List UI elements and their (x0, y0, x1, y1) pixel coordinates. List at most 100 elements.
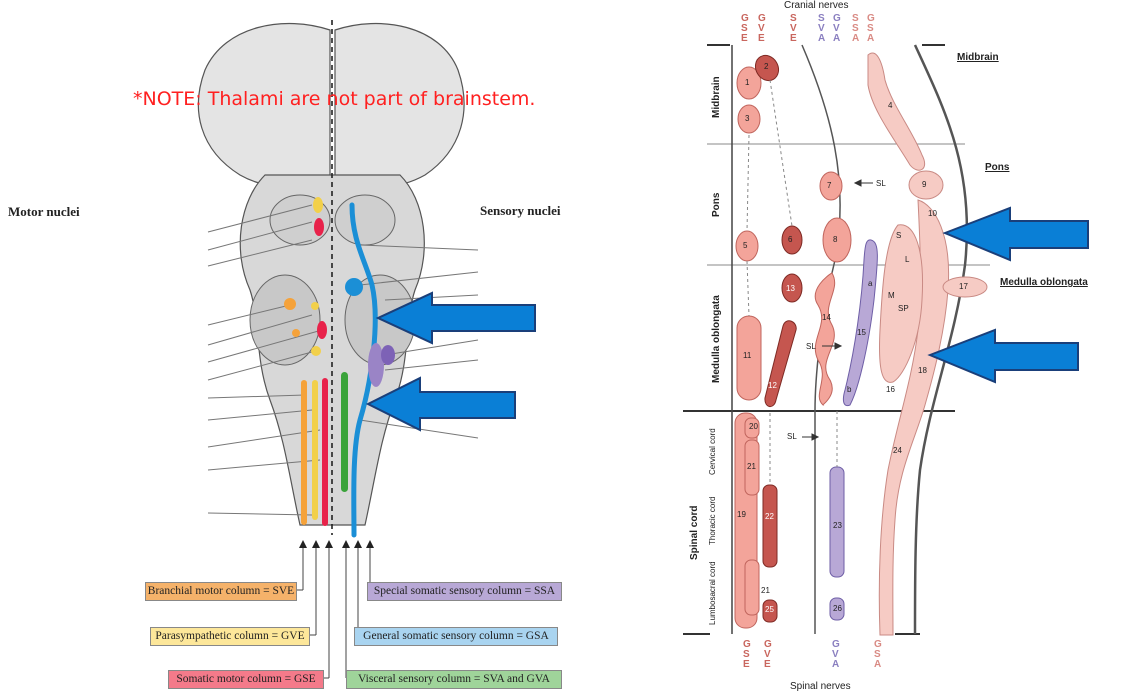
nucleus-1: 1 (745, 78, 750, 87)
thalami-note: *NOTE: Thalami are not part of brainstem… (133, 88, 536, 110)
nucleus-8: 8 (833, 235, 838, 244)
bottom-column-letter: E (743, 659, 750, 670)
motor-nuclei (284, 197, 328, 526)
blue-arrows-right (927, 206, 1089, 384)
nucleus-21: 21 (761, 586, 770, 595)
right-label-pons: Pons (985, 162, 1010, 173)
region-midbrain: Midbrain (711, 76, 722, 118)
nucleus-12: 12 (768, 381, 777, 390)
legend-pointer-arrows (295, 540, 376, 679)
legend-special-somatic-sensory: Special somatic sensory column = SSA (367, 582, 562, 601)
region-cervical: Cervical cord (708, 428, 717, 475)
bottom-column-letter: G (832, 639, 840, 650)
nucleus-5: 5 (743, 241, 748, 250)
legend-general-somatic-sensory: General somatic sensory column = GSA (354, 627, 558, 646)
spinal-nerves-title: Spinal nerves (790, 681, 851, 692)
sub-letter-M: M (888, 291, 895, 300)
top-column-letter: V (818, 23, 825, 34)
sl-label: SL (806, 342, 816, 351)
top-column-letter: A (818, 33, 826, 44)
sl-arrows (802, 179, 873, 441)
top-column-letter: V (758, 23, 765, 34)
sl-label: SL (787, 432, 797, 441)
legend-visceral-sensory: Visceral sensory column = SVA and GVA (346, 670, 562, 689)
region-pons: Pons (711, 192, 722, 217)
sub-letter-L: L (905, 255, 910, 264)
nucleus-6: 6 (788, 235, 793, 244)
top-column-letter: S (790, 13, 797, 24)
region-thoracic: Thoracic cord (708, 496, 717, 545)
top-column-letter: E (758, 33, 765, 44)
bottom-column-letter: A (832, 659, 840, 670)
legend-somatic-motor: Somatic motor column = GSE (168, 670, 324, 689)
top-column-letter: V (790, 23, 797, 34)
top-column-letter: E (790, 33, 797, 44)
blue-arrows-left (365, 291, 536, 432)
top-column-letter: G (741, 13, 749, 24)
nucleus-20: 20 (749, 422, 758, 431)
region-spinal: Spinal cord (689, 505, 700, 560)
sensory-nuclei (341, 202, 395, 538)
nucleus-15: 15 (857, 328, 866, 337)
top-column-letter: E (741, 33, 748, 44)
top-column-letter: G (833, 13, 841, 24)
sub-letter-b: b (847, 385, 852, 394)
right-label-medulla: Medulla oblongata (1000, 277, 1088, 288)
top-column-letter: S (867, 23, 874, 34)
top-column-letter: A (867, 33, 875, 44)
bottom-column-letter: V (832, 649, 839, 660)
brainstem-body (239, 174, 425, 526)
top-column-letter: S (818, 13, 825, 24)
cranial-nerves-title: Cranial nerves (784, 0, 849, 11)
nucleus-10: 10 (928, 209, 937, 218)
top-column-letter: A (852, 33, 860, 44)
top-column-letter: S (852, 13, 859, 24)
nucleus-9: 9 (922, 180, 927, 189)
top-column-letter: S (741, 23, 748, 34)
legend-parasympathetic: Parasympathetic column = GVE (150, 627, 310, 646)
nucleus-14: 14 (822, 313, 831, 322)
nucleus-23: 23 (833, 521, 842, 530)
top-column-letter: G (758, 13, 766, 24)
blue-arrow-1 (375, 291, 536, 345)
top-column-letter: G (867, 13, 875, 24)
sub-letter-a: a (868, 279, 873, 288)
nucleus-2: 2 (764, 62, 769, 71)
top-column-letter: S (852, 23, 859, 34)
nucleus-21: 21 (747, 462, 756, 471)
nucleus-25: 25 (765, 605, 774, 614)
bottom-column-letter: G (874, 639, 882, 650)
bottom-column-letter: A (874, 659, 882, 670)
nucleus-3: 3 (745, 114, 750, 123)
region-lumbosacral: Lumbosacral cord (708, 561, 717, 625)
nucleus-17: 17 (959, 282, 968, 291)
top-column-letter: V (833, 23, 840, 34)
nucleus-7: 7 (827, 181, 832, 190)
nucleus-13: 13 (786, 284, 795, 293)
sl-label: SL (876, 179, 886, 188)
sensory-nuclei-label: Sensory nuclei (480, 203, 561, 218)
right-diagram (683, 44, 990, 636)
bottom-column-letter: G (764, 639, 772, 650)
bottom-column-letter: G (743, 639, 751, 650)
sub-letter-SP: SP (898, 304, 909, 313)
nucleus-16: 16 (886, 385, 895, 394)
nucleus-22: 22 (765, 512, 774, 521)
nucleus-18: 18 (918, 366, 927, 375)
bottom-column-letter: S (743, 649, 750, 660)
motor-nuclei-label: Motor nuclei (8, 204, 80, 219)
nucleus-26: 26 (833, 604, 842, 613)
blue-arrow-2 (365, 376, 516, 432)
right-label-midbrain: Midbrain (957, 52, 999, 63)
nucleus-19: 19 (737, 510, 746, 519)
bottom-column-letter: V (764, 649, 771, 660)
nucleus-4: 4 (888, 101, 893, 110)
nucleus-11: 11 (743, 351, 752, 360)
blue-arrow-3 (942, 206, 1089, 262)
legend-branchial-motor: Branchial motor column = SVE (145, 582, 297, 601)
bottom-column-letter: E (764, 659, 771, 670)
top-column-letter: A (833, 33, 841, 44)
sub-letter-S: S (896, 231, 902, 240)
